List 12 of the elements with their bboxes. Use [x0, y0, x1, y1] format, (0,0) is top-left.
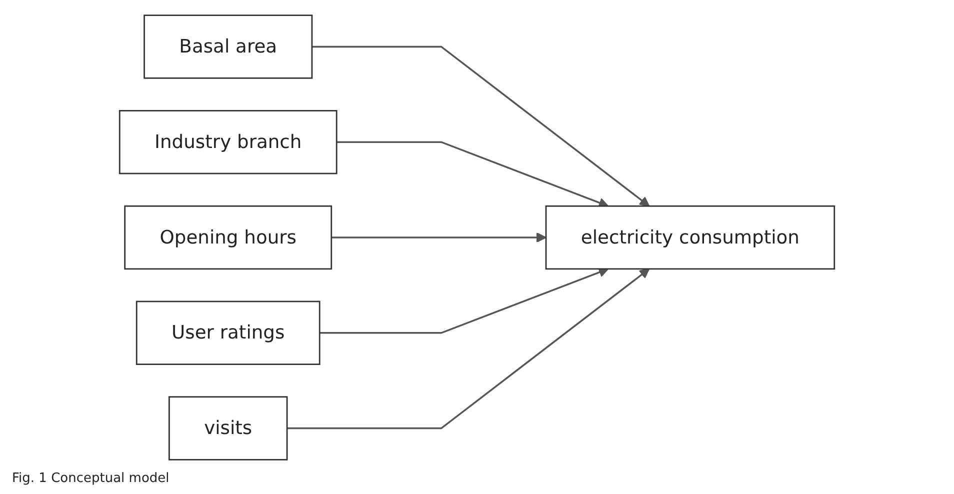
arrow — [320, 267, 609, 334]
arrow — [287, 268, 650, 430]
node-box: Industry branch — [118, 110, 338, 174]
node-box: electricity consumption — [545, 205, 836, 270]
arrow — [312, 46, 650, 207]
node-box: visits — [168, 396, 288, 460]
node-box: Opening hours — [124, 205, 332, 270]
figure-caption: Fig. 1 Conceptual model — [12, 470, 170, 488]
arrow — [336, 141, 609, 208]
arrow — [331, 232, 546, 243]
node-box: User ratings — [136, 300, 320, 365]
node-box: Basal area — [144, 14, 313, 79]
